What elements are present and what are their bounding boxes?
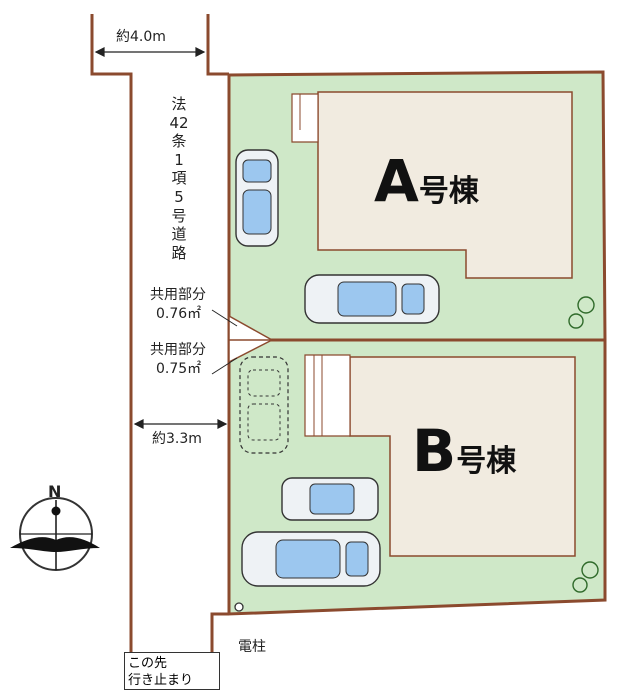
common-area-size-b: 0.75㎡ xyxy=(156,361,202,377)
building-a-letter: A xyxy=(374,147,419,215)
road-boundary xyxy=(90,14,229,652)
common-area-label-a: 共用部分 xyxy=(150,287,206,303)
car-icon xyxy=(235,149,279,247)
road-designation-char: 42 xyxy=(169,113,189,132)
car-icon xyxy=(304,274,440,324)
dead-end-line-2: 行き止まり xyxy=(128,673,194,688)
building-b-suffix: 号棟 xyxy=(456,444,517,479)
common-area-size-a: 0.76㎡ xyxy=(156,306,202,322)
road-width-top: 約4.0m xyxy=(116,29,166,45)
leader-line xyxy=(211,309,238,327)
road-designation-char: 路 xyxy=(171,243,187,262)
compass-icon xyxy=(10,497,100,571)
building-a-label: A号棟 xyxy=(374,152,479,210)
shrub-icon xyxy=(572,577,588,593)
road-designation-char: 法 xyxy=(171,95,187,113)
building-a-suffix: 号棟 xyxy=(418,174,479,209)
building-b-porch xyxy=(304,354,351,437)
road-designation-char: 号 xyxy=(171,206,187,225)
dimension-arrow-mid xyxy=(133,419,228,429)
car-icon-dashed xyxy=(239,356,289,454)
road-designation-char: 5 xyxy=(174,187,184,206)
utility-pole-icon xyxy=(234,602,244,612)
road-designation-char: 項 xyxy=(171,169,187,188)
dead-end-line-1: この先 xyxy=(128,656,168,671)
road-width-mid: 約3.3m xyxy=(152,431,202,447)
shrub-icon xyxy=(577,296,595,314)
road-designation: 法 42 条 1 項 5 号 道 路 xyxy=(168,95,190,262)
building-a xyxy=(317,91,573,279)
utility-pole-label: 電柱 xyxy=(238,639,266,655)
common-area-wedge xyxy=(228,314,274,364)
shrub-icon xyxy=(568,313,584,329)
dead-end-sign: この先 行き止まり xyxy=(124,652,220,690)
building-b-label: B号棟 xyxy=(412,422,516,480)
car-icon xyxy=(281,477,379,521)
compass-north-label: N xyxy=(48,482,62,501)
road-designation-char: 条 xyxy=(171,132,187,151)
common-area-label-b: 共用部分 xyxy=(150,342,206,358)
building-b-letter: B xyxy=(412,417,457,485)
road-designation-char: 道 xyxy=(171,225,187,244)
road-designation-char: 1 xyxy=(174,150,184,169)
building-a-porch xyxy=(291,93,319,143)
car-icon xyxy=(241,531,381,587)
leader-line xyxy=(211,357,238,375)
dimension-arrow-top xyxy=(94,47,206,57)
shrub-icon xyxy=(581,561,599,579)
